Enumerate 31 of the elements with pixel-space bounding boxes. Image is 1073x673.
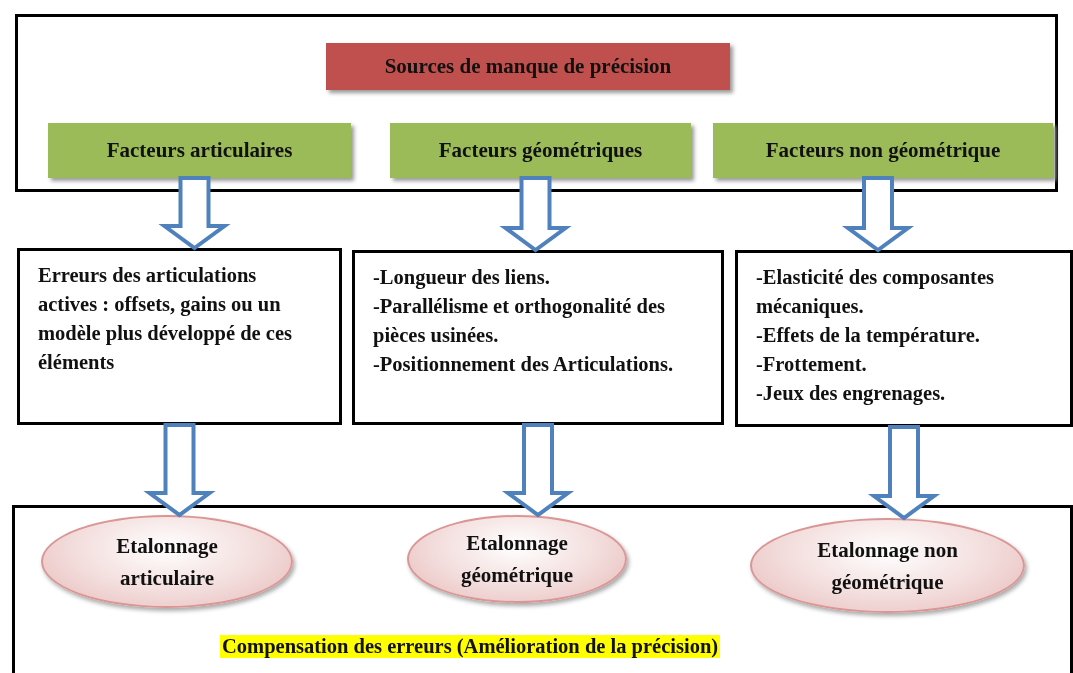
block-arrow [143,423,216,518]
block-arrow [841,176,915,253]
node-label: Etalonnage articulaire [115,532,219,592]
outer-frame [12,505,1073,673]
category-box [48,123,351,178]
block-arrow [158,176,231,251]
description-text: Erreurs des articulations actives : offsets, gains ou un modèle plus développé de ces éléments [38,263,293,375]
node-label: Sources de manque de précision [384,54,672,79]
node-label: Facteurs géométriques [438,138,643,163]
title-box [326,43,730,90]
description-text: -Effets de la température. [756,323,981,349]
outer-frame [15,14,1058,192]
category-box [390,123,691,178]
description-text: -Elasticité des composantes mécaniques. [756,265,995,320]
description-text: -Longueur des liens. [373,265,551,291]
node-label: Facteurs articulaires [106,138,293,163]
category-box [713,123,1053,178]
description-box [735,250,1073,427]
description-text: -Positionnement des Articulations. [373,352,675,377]
description-text: -Parallélisme et orthogonalité des pièces usinées. [373,294,667,349]
description-box [17,248,342,425]
description-text: -Frottement. [756,352,868,377]
node-label: Facteurs non géométrique [765,138,1001,163]
description-box [352,250,724,425]
block-arrow [501,423,575,518]
description-text: -Jeux des engrenages. [756,381,947,407]
highlighted-caption: Compensation des erreurs (Amélioration de la précision) [220,635,721,658]
block-arrow [499,176,572,253]
node-label: Etalonnage géométrique [460,530,574,589]
node-label: Etalonnage non géométrique [816,536,959,596]
block-arrow [867,425,941,521]
